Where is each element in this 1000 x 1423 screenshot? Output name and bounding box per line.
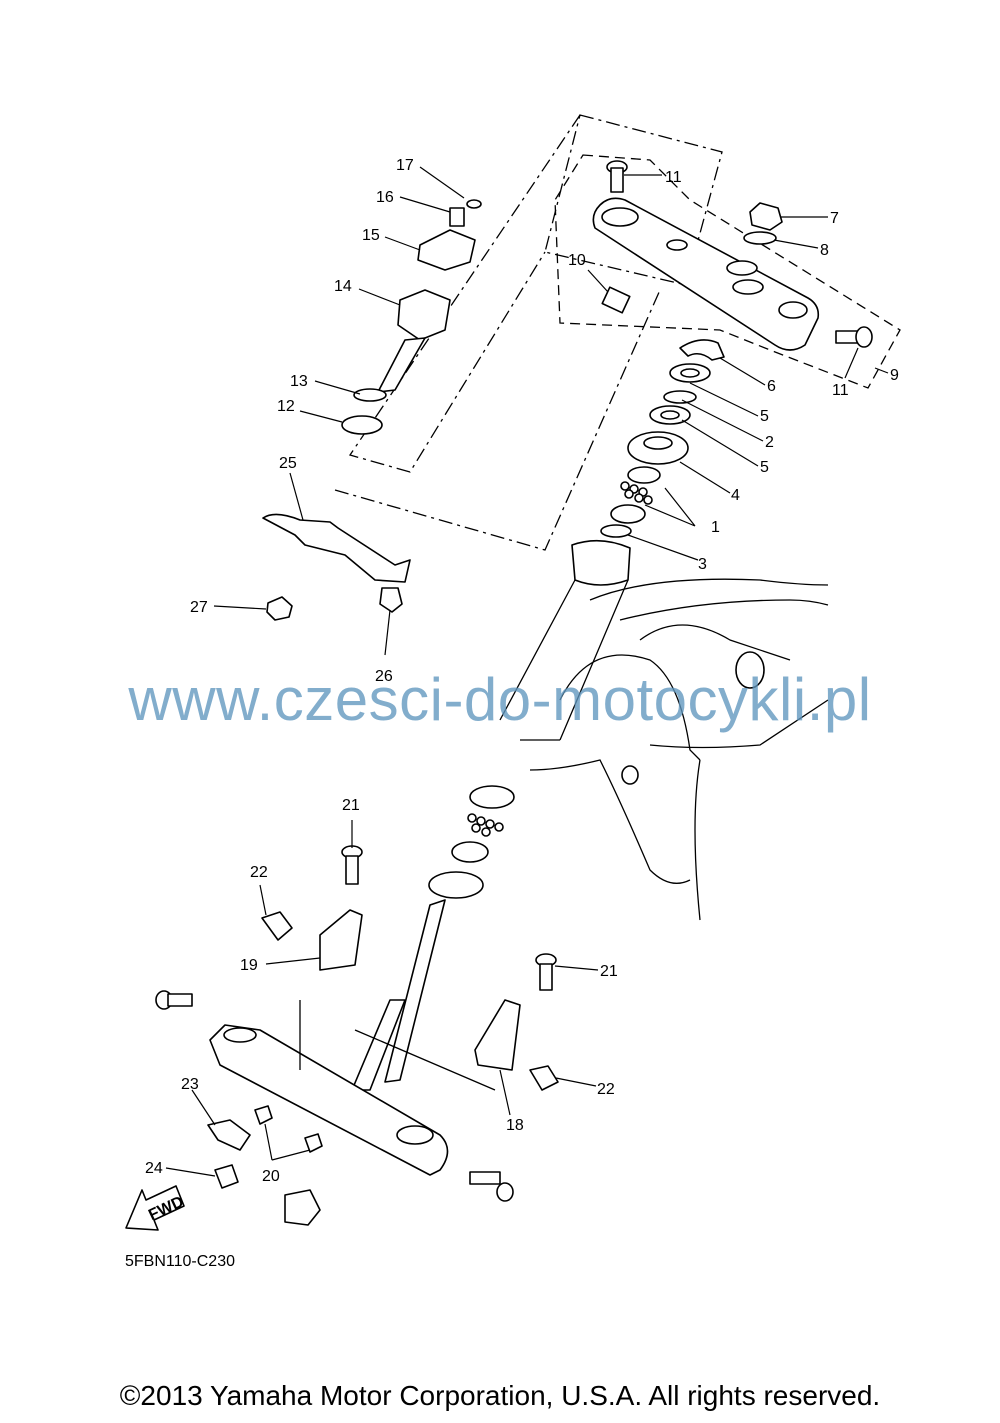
- bracket-18: [474, 999, 521, 1071]
- callout-11-side: 11: [832, 382, 849, 399]
- seal-lower: [428, 871, 484, 899]
- callout-26: 26: [375, 668, 393, 685]
- lock-washer-6: [679, 339, 725, 361]
- callout-20: 20: [262, 1168, 280, 1185]
- callout-22-left: 22: [250, 864, 268, 881]
- bolt-21-upper: [341, 845, 363, 885]
- callout-23: 23: [181, 1076, 199, 1093]
- callout-1: 1: [711, 519, 720, 536]
- callout-21-upper: 21: [342, 797, 360, 814]
- callout-4: 4: [731, 487, 740, 504]
- callout-8: 8: [820, 242, 829, 259]
- cap-lower: [284, 1189, 321, 1226]
- callout-13: 13: [290, 373, 308, 390]
- callout-22-right: 22: [597, 1081, 615, 1098]
- clamp-26: [379, 587, 403, 613]
- callout-7: 7: [830, 210, 839, 227]
- copyright-notice: ©2013 Yamaha Motor Corporation, U.S.A. A…: [119, 1380, 881, 1411]
- callout-18: 18: [506, 1117, 524, 1134]
- seal-3: [600, 524, 632, 538]
- callout-14: 14: [334, 278, 352, 295]
- callout-6: 6: [767, 378, 776, 395]
- bolt-21-lower: [535, 953, 557, 991]
- callout-15: 15: [362, 227, 380, 244]
- bolt-11-top: [606, 160, 628, 193]
- callout-labels: 1 2 3 4 5 5 6 7 8 9 10 11 11 12 13 14 15…: [145, 157, 899, 1185]
- collar-20a: [254, 1105, 273, 1125]
- callout-21-lower: 21: [600, 963, 618, 980]
- leader-lines: [165, 166, 889, 1177]
- lower-bracket: [209, 1024, 449, 1176]
- callout-3: 3: [698, 556, 707, 573]
- washer-8: [743, 231, 777, 245]
- cable-guide-guide-line: [334, 289, 661, 551]
- screw-24: [214, 1164, 239, 1189]
- bearing-race-lower: [469, 785, 515, 809]
- label-plate: [601, 286, 631, 314]
- lower-handlebar-holder-14: [377, 289, 451, 393]
- damper-12: [341, 415, 383, 435]
- callout-24: 24: [145, 1160, 163, 1177]
- callout-9: 9: [890, 367, 899, 384]
- callout-12: 12: [277, 398, 295, 415]
- bolt-lower-left: [155, 990, 193, 1010]
- callout-11-top: 11: [665, 169, 682, 186]
- balls-lower: [467, 813, 504, 837]
- callout-17: 17: [396, 157, 414, 174]
- cap-17: [466, 199, 482, 209]
- rubber-washer-2: [663, 390, 697, 404]
- callout-5-upper: 5: [760, 408, 769, 425]
- callout-25: 25: [279, 455, 297, 472]
- clamp-22-right: [529, 1065, 559, 1091]
- upper-handlebar-holder-15: [417, 229, 476, 271]
- steering-stem: [351, 899, 446, 1091]
- bearing-race-lower-1: [610, 504, 646, 524]
- callout-10: 10: [568, 252, 586, 269]
- bolt-11-side: [835, 326, 873, 348]
- callout-2: 2: [765, 434, 774, 451]
- bracket-19: [319, 909, 363, 971]
- lower-guide-lines: [299, 1000, 496, 1091]
- bolt-lower-right: [469, 1171, 514, 1202]
- clamp-22-left: [261, 911, 293, 941]
- callout-27: 27: [190, 599, 208, 616]
- fwd-arrow-icon: FWD: [125, 1185, 186, 1231]
- diagram-code: 5FBN110-C230: [125, 1253, 235, 1270]
- handlebar-holder-guide-line: [348, 114, 581, 473]
- cap-nut-7: [749, 202, 783, 231]
- callout-19: 19: [240, 957, 258, 974]
- nut-27: [266, 596, 293, 621]
- washer-13: [353, 388, 387, 402]
- callout-5-lower: 5: [760, 459, 769, 476]
- upper-bracket: [592, 197, 820, 351]
- callout-16: 16: [376, 189, 394, 206]
- upper-bracket-assembly-dashed-outline: [554, 154, 901, 389]
- collar-20b: [304, 1133, 323, 1153]
- balls-1: [620, 481, 653, 505]
- bearing-race-mid: [451, 841, 489, 863]
- bearing-race-1: [627, 466, 661, 484]
- watermark-url: www.czesci-do-motocykli.pl: [128, 666, 872, 733]
- cable-guide-25: [262, 513, 411, 583]
- bolt-16: [449, 207, 465, 227]
- frame-head-pipe: [499, 539, 829, 921]
- clamp-23: [207, 1119, 251, 1151]
